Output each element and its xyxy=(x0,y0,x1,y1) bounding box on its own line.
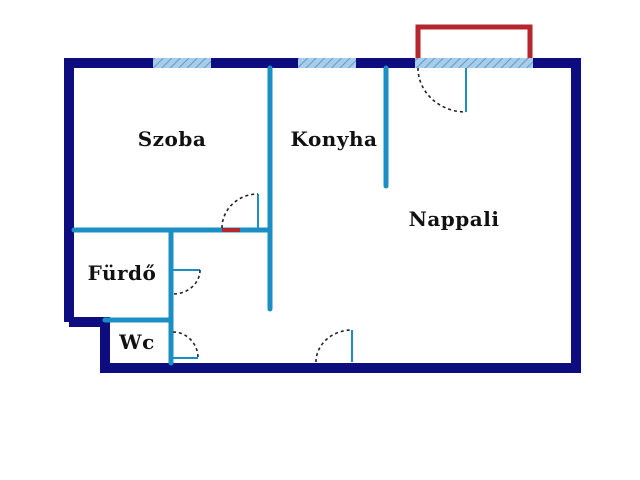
door-arc-furdo xyxy=(172,269,201,295)
room-label-nappali: Nappali xyxy=(409,207,500,231)
balcony-railing xyxy=(415,24,533,58)
room-label-konyha: Konyha xyxy=(291,127,378,151)
inner-walls xyxy=(71,65,389,366)
room-label-furdo: Fürdő xyxy=(88,261,157,285)
room-labels: Szoba Konyha Nappali Fürdő Wc xyxy=(88,127,500,354)
door-arc-wc xyxy=(172,331,199,359)
window-konyha xyxy=(298,58,356,68)
doors xyxy=(172,67,467,363)
room-label-szoba: Szoba xyxy=(138,127,207,151)
door-arc-balcony xyxy=(417,67,467,113)
window-szoba xyxy=(153,58,211,68)
window-nappali xyxy=(415,58,533,68)
door-arc-entrance xyxy=(315,329,353,363)
door-arc-szoba xyxy=(221,193,259,229)
room-label-wc: Wc xyxy=(118,330,155,354)
windows xyxy=(153,58,533,68)
